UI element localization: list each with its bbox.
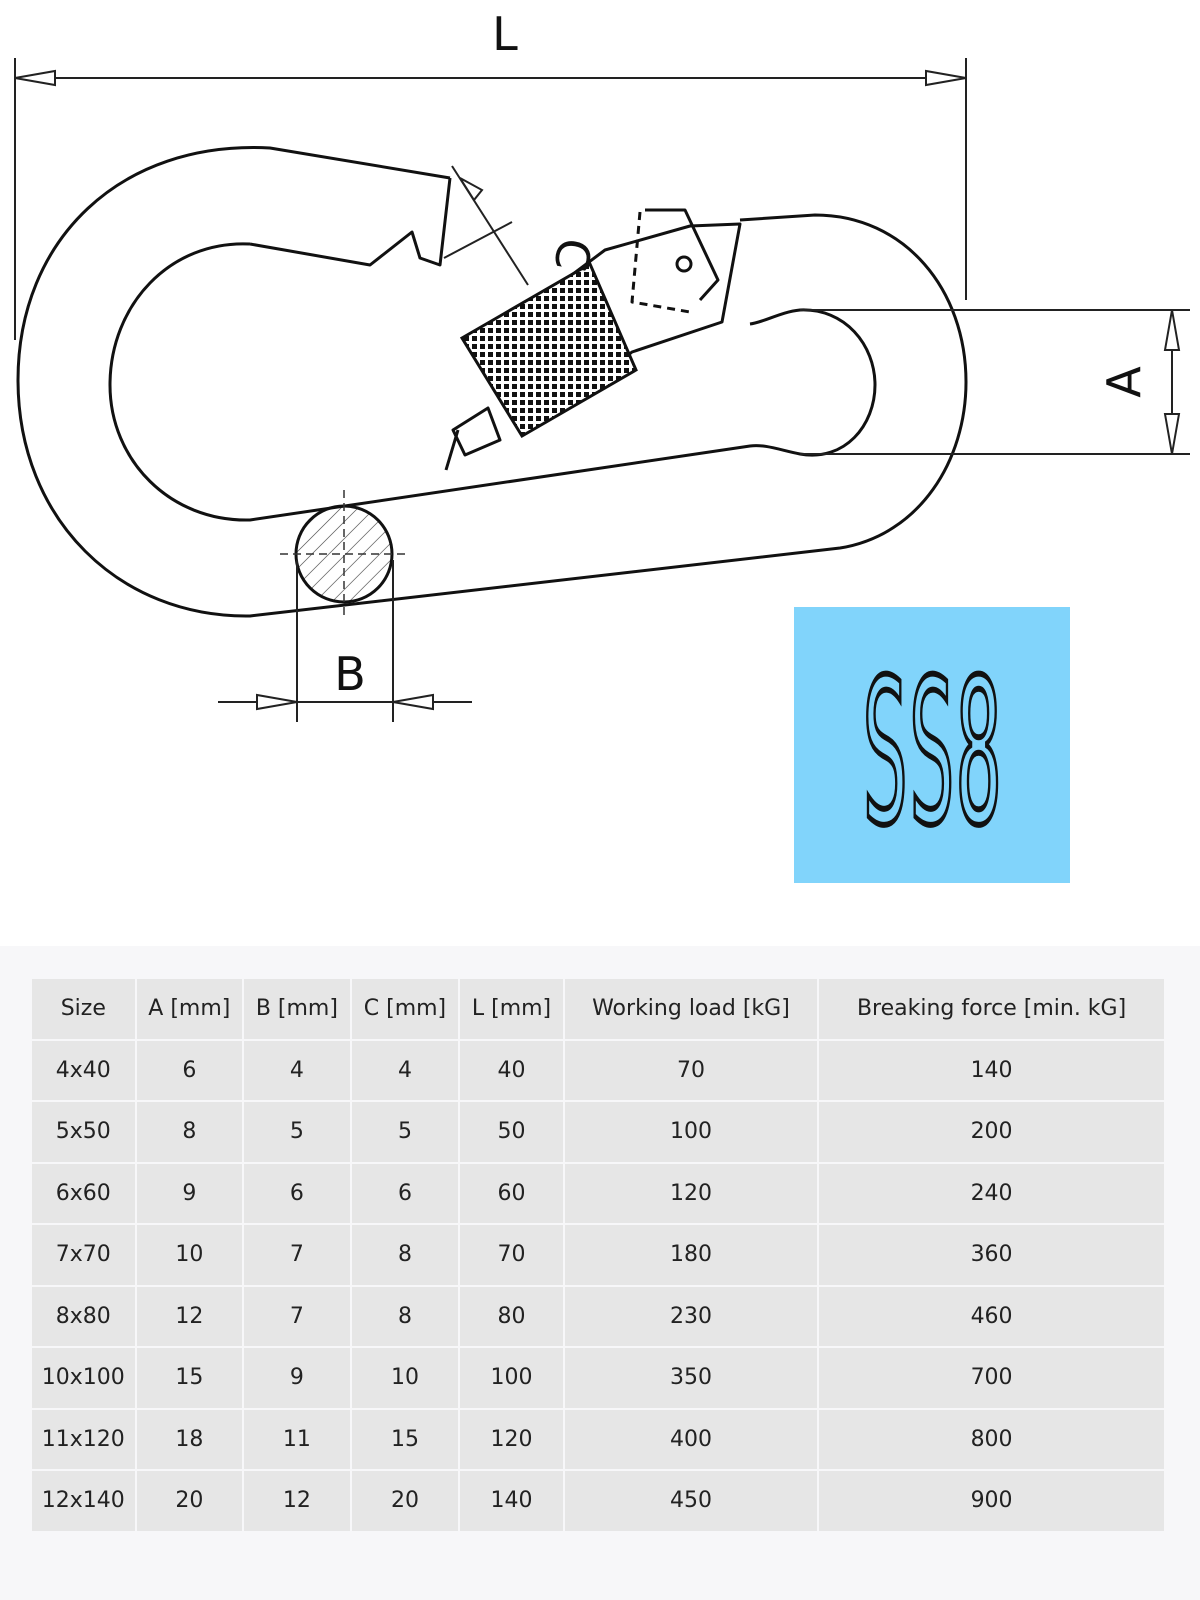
label-a: A [1097, 366, 1151, 398]
table-cell: 8 [136, 1102, 243, 1162]
table-cell: 5 [351, 1102, 459, 1162]
table-cell: 120 [564, 1163, 818, 1223]
table-cell: 460 [819, 1286, 1164, 1346]
table-cell: 80 [460, 1286, 563, 1346]
table-cell: 5x50 [32, 1102, 135, 1162]
table-cell: 360 [819, 1225, 1164, 1285]
table-cell: 230 [564, 1286, 818, 1346]
label-b: B [334, 647, 366, 701]
ss8-logo-mark: SS8 [859, 650, 1005, 840]
dimension-c [443, 165, 529, 286]
table-cell: 7x70 [32, 1225, 135, 1285]
table-cell: 9 [244, 1348, 350, 1408]
table-cell: 70 [564, 1040, 818, 1100]
carabiner-body [16, 146, 968, 618]
table-cell: 15 [351, 1409, 459, 1469]
table-cell: 60 [460, 1163, 563, 1223]
dimension-b [218, 560, 472, 722]
column-header: A [mm] [136, 979, 243, 1039]
table-cell: 700 [819, 1348, 1164, 1408]
column-header: Size [32, 979, 135, 1039]
table-cell: 350 [564, 1348, 818, 1408]
wire-cross-section [280, 490, 408, 620]
column-header: Working load [kG] [564, 979, 818, 1039]
ss8-logo: SS8 [794, 607, 1070, 883]
table-cell: 7 [244, 1286, 350, 1346]
table-cell: 5 [244, 1102, 350, 1162]
table-cell: 20 [136, 1471, 243, 1531]
table-cell: 400 [564, 1409, 818, 1469]
table-cell: 18 [136, 1409, 243, 1469]
table-cell: 8x80 [32, 1286, 135, 1346]
table-cell: 120 [460, 1409, 563, 1469]
label-c: C [543, 234, 602, 275]
dimension-l [14, 58, 967, 340]
table-cell: 6 [136, 1040, 243, 1100]
table-cell: 140 [460, 1471, 563, 1531]
table-cell: 7 [244, 1225, 350, 1285]
table-cell: 12x140 [32, 1471, 135, 1531]
carabiner-diagram: L C A [14, 7, 1190, 722]
table-cell: 240 [819, 1163, 1164, 1223]
table-cell: 10x100 [32, 1348, 135, 1408]
label-l: L [492, 7, 518, 61]
column-header: C [mm] [351, 979, 459, 1039]
table-cell: 4 [244, 1040, 350, 1100]
table-cell: 140 [819, 1040, 1164, 1100]
column-header: L [mm] [460, 979, 563, 1039]
table-cell: 20 [351, 1471, 459, 1531]
table-cell: 6x60 [32, 1163, 135, 1223]
table-cell: 10 [136, 1225, 243, 1285]
table-cell: 70 [460, 1225, 563, 1285]
table-cell: 4x40 [32, 1040, 135, 1100]
table-cell: 900 [819, 1471, 1164, 1531]
table-cell: 9 [136, 1163, 243, 1223]
table-cell: 100 [564, 1102, 818, 1162]
table-cell: 15 [136, 1348, 243, 1408]
column-header: Breaking force [min. kG] [819, 979, 1164, 1039]
table-cell: 8 [351, 1225, 459, 1285]
table-cell: 100 [460, 1348, 563, 1408]
table-cell: 4 [351, 1040, 459, 1100]
table-cell: 200 [819, 1102, 1164, 1162]
table-cell: 800 [819, 1409, 1164, 1469]
table-cell: 180 [564, 1225, 818, 1285]
table-cell: 12 [244, 1471, 350, 1531]
table-cell: 10 [351, 1348, 459, 1408]
table-cell: 12 [136, 1286, 243, 1346]
table-cell: 6 [244, 1163, 350, 1223]
table-cell: 450 [564, 1471, 818, 1531]
logo-text: SS8 [862, 650, 1002, 840]
table-cell: 8 [351, 1286, 459, 1346]
gate-arm [444, 208, 742, 471]
table-cell: 40 [460, 1040, 563, 1100]
table-cell: 11x120 [32, 1409, 135, 1469]
table-cell: 11 [244, 1409, 350, 1469]
knurled-sleeve [459, 261, 638, 439]
column-header: B [mm] [244, 979, 350, 1039]
dimension-a [800, 309, 1190, 455]
table-cell: 50 [460, 1102, 563, 1162]
table-cell: 6 [351, 1163, 459, 1223]
